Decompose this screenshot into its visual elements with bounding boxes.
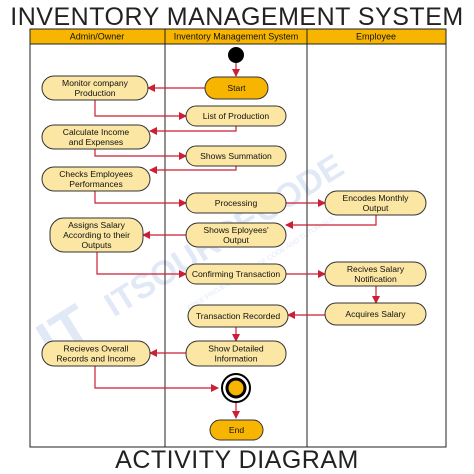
node-receives-salary-notification-label: Recives Salary <box>347 264 405 274</box>
node-show-detailed-information-label: Information <box>215 354 258 364</box>
node-monitor-production <box>41 75 149 101</box>
node-start-label: Start <box>227 83 246 93</box>
node-encodes-monthly-output-label: Encodes Monthly <box>343 193 410 203</box>
node-end-label: End <box>229 425 245 435</box>
node-assigns-salary-label: According to their <box>63 230 130 240</box>
node-monitor-production-label: Production <box>74 88 115 98</box>
node-assigns-salary-label: Assigns Salary <box>68 220 126 230</box>
node-calculate-income-label: Calculate Income <box>63 127 130 137</box>
node-show-detailed-information-label: Show Detailed <box>208 344 264 354</box>
node-confirming-transaction-label: Confirming Transaction <box>192 269 281 279</box>
arrow-encodes-to-shows-output <box>285 215 377 229</box>
node-shows-employees-output-label: Output <box>223 235 249 245</box>
node-shows-employees-output-label: Shows Eployees' <box>203 225 269 235</box>
swimlane-header-bar <box>29 28 447 45</box>
arrow-checks-to-processing <box>94 191 187 207</box>
node-acquires-salary-label: Acquires Salary <box>345 309 406 319</box>
node-receives-overall-records-label: Recieves Overall <box>64 344 129 354</box>
activity-nodes <box>41 75 427 367</box>
node-encodes-monthly-output <box>324 190 427 216</box>
node-list-of-production-label: List of Production <box>203 111 270 121</box>
lane-header-employee: Employee <box>356 32 396 42</box>
node-calculate-income-label: and Expenses <box>69 137 123 147</box>
node-processing <box>185 192 287 214</box>
node-receives-salary-notification-label: Notification <box>354 274 397 284</box>
node-transaction-recorded <box>187 304 289 328</box>
node-receives-overall-records <box>41 340 151 367</box>
lane-header-admin: Admin/Owner <box>70 32 125 42</box>
node-checks-employees-label: Checks Employees <box>59 169 133 179</box>
arrow-overall-to-final <box>94 366 219 392</box>
node-receives-salary-notification <box>324 261 427 287</box>
node-list-of-production <box>185 105 287 127</box>
node-confirming-transaction <box>185 263 287 285</box>
node-calculate-income <box>41 124 151 150</box>
node-encodes-monthly-output-label: Output <box>363 203 389 213</box>
node-assigns-salary-label: Outputs <box>81 240 111 250</box>
node-monitor-production-label: Monitor company <box>62 78 129 88</box>
node-start <box>204 76 269 100</box>
diagram-title: INVENTORY MANAGEMENT SYSTEM <box>10 3 463 31</box>
node-shows-employees-output <box>185 222 287 248</box>
node-shows-summation-label: Shows Summation <box>200 151 272 161</box>
node-transaction-recorded-label: Transaction Recorded <box>196 311 280 321</box>
arrow-monitor-to-list <box>94 100 187 120</box>
arrow-calc-to-summation <box>94 149 187 160</box>
node-checks-employees-label: Performances <box>69 179 123 189</box>
final-node-inner <box>225 377 247 399</box>
arrow-assigns-to-confirming <box>96 252 187 278</box>
node-shows-summation <box>185 145 287 167</box>
node-receives-overall-records-label: Records and Income <box>56 354 136 364</box>
diagram-footer: ACTIVITY DIAGRAM <box>115 446 359 474</box>
flow-arrows <box>94 63 380 419</box>
node-checks-employees <box>41 166 151 192</box>
node-end <box>209 419 264 441</box>
final-node-outer <box>221 373 251 403</box>
node-assigns-salary <box>49 217 144 253</box>
initial-node <box>228 47 244 63</box>
lane-header-system: Inventory Management System <box>174 32 299 42</box>
arrow-summation-to-checks <box>149 166 237 174</box>
node-acquires-salary <box>324 302 427 326</box>
node-show-detailed-information <box>185 340 287 367</box>
node-processing-label: Processing <box>215 198 258 208</box>
arrow-list-to-calc <box>149 126 237 135</box>
